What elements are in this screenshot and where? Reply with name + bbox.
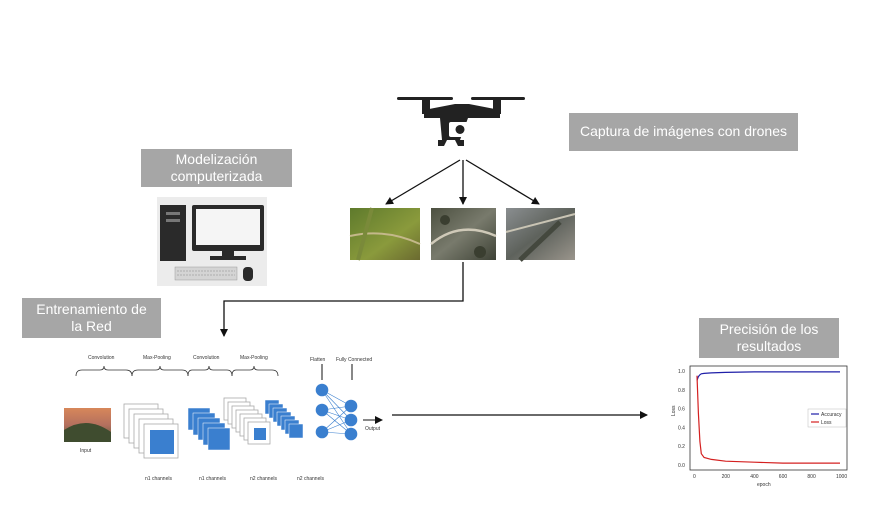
computer-icon xyxy=(157,197,267,286)
cnn-convolution-2: Convolution xyxy=(193,355,220,361)
conv-stack-2 xyxy=(223,397,271,445)
chart-xtick-label: 800 xyxy=(807,474,816,480)
chart-ytick-label: 0.6 xyxy=(678,407,685,413)
brace-maxpool-2 xyxy=(231,365,279,377)
chart-ytick-label: 0.8 xyxy=(678,388,685,394)
chart-xtick-label: 200 xyxy=(722,474,731,480)
legend-accuracy-text: Accuracy xyxy=(821,412,842,418)
chart-ylabel: Loss xyxy=(671,405,677,416)
aerial-photo-forest-road xyxy=(430,208,497,260)
brace-maxpool-1 xyxy=(131,365,189,377)
chart-ytick-label: 1.0 xyxy=(678,369,685,375)
accuracy-loss-chart: 0.0 0.2 0.4 0.6 0.8 1.0 0 200 400 600 800 1000 epo… xyxy=(671,365,848,488)
pool-stack-2 xyxy=(264,399,304,439)
chart-ytick-label: 0.2 xyxy=(678,444,685,450)
modeling-text-2: computerizada xyxy=(170,168,263,184)
chart-xtick-label: 0 xyxy=(693,474,696,480)
aerial-photo-hillside xyxy=(505,208,576,262)
chart-xlabel: epoch xyxy=(757,482,771,488)
results-label: Precisión de los resultados xyxy=(699,318,839,358)
cnn-input-label: Input xyxy=(80,448,92,454)
cnn-flatten: Flatten xyxy=(310,357,326,363)
chart-xtick-label: 400 xyxy=(750,474,759,480)
training-label: Entrenamiento de la Red xyxy=(22,298,161,338)
brace-convolution-2 xyxy=(187,365,233,377)
chart-series-loss xyxy=(696,375,840,464)
results-text-1: Precisión de los xyxy=(719,321,819,337)
cnn-convolution-1: Convolution xyxy=(88,355,115,361)
chart-xtick-label: 600 xyxy=(779,474,788,480)
cnn-fully-connected: Fully Connected xyxy=(336,357,372,363)
chart-series-accuracy xyxy=(696,371,840,381)
chart-ytick-label: 0.0 xyxy=(678,463,685,469)
cnn-architecture: Convolution Max-Pooling Convolution Max-… xyxy=(64,355,383,482)
cnn-output-label: Output xyxy=(365,426,381,432)
drone-icon xyxy=(397,97,525,146)
cnn-n1-label-b: n1 channels xyxy=(199,476,226,482)
legend-loss-text: Loss xyxy=(821,420,832,426)
aerial-photo-farmland xyxy=(349,207,421,261)
chart-xtick-label: 1000 xyxy=(836,474,847,480)
cnn-maxpool-2: Max-Pooling xyxy=(240,355,268,361)
arrow-drone-to-image-1 xyxy=(385,159,461,205)
cnn-maxpool-1: Max-Pooling xyxy=(143,355,171,361)
arrow-drone-to-image-3 xyxy=(465,159,540,205)
training-text-1: Entrenamiento de xyxy=(36,301,147,317)
chart-ytick-label: 0.4 xyxy=(678,425,685,431)
results-text-2: resultados xyxy=(736,338,802,354)
arrow-images-to-training xyxy=(220,262,464,337)
fully-connected-layer xyxy=(315,383,358,441)
cnn-n2-label-a: n2 channels xyxy=(250,476,277,482)
conv-stack-1 xyxy=(123,403,179,459)
modeling-label: Modelización computerizada xyxy=(141,149,292,187)
cnn-n1-label-a: n1 channels xyxy=(145,476,172,482)
training-text-2: la Red xyxy=(71,318,112,334)
brace-convolution-1 xyxy=(75,365,133,377)
pool-stack-1 xyxy=(187,407,231,451)
drone-capture-text: Captura de imágenes con drones xyxy=(579,123,788,139)
chart-legend: Accuracy Loss xyxy=(807,408,847,428)
cnn-n2-label-b: n2 channels xyxy=(297,476,324,482)
drone-capture-label: Captura de imágenes con drones xyxy=(569,113,798,151)
modeling-text-1: Modelización xyxy=(175,151,258,167)
